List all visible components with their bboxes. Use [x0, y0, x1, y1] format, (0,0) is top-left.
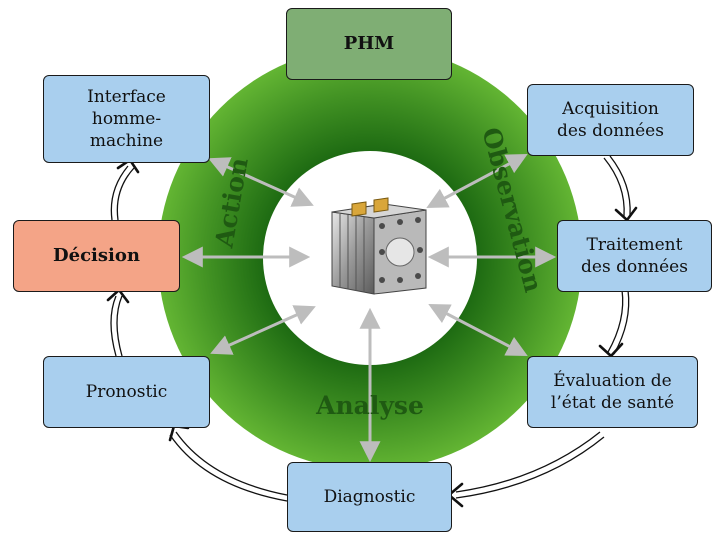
phm-label: PHM: [343, 33, 395, 54]
pronostic-node: Pronostic: [43, 356, 210, 428]
arrow-center-interface: [208, 157, 314, 207]
interface-node: Interface homme- machine: [43, 75, 210, 163]
arrow-center-evaluation: [428, 304, 528, 356]
traitement-label: Traitement des données: [581, 235, 688, 277]
cycle-arrow-pron-dec: [110, 295, 117, 357]
fuel-cell-stack-image: [331, 197, 427, 295]
cycle-arrow-dec-int: [110, 165, 129, 221]
diagnostic-node: Diagnostic: [287, 462, 452, 532]
arrowhead-traitement: [614, 206, 638, 222]
arrow-center-pronostic: [210, 305, 316, 355]
cycle-arrow-diag-pron: [175, 431, 288, 496]
cycle-arrows: [110, 155, 631, 502]
pronostic-label: Pronostic: [85, 382, 168, 402]
cycle-arrow-acq-trait: [603, 157, 625, 217]
evaluation-node: Évaluation de l’état de santé: [527, 356, 698, 428]
phm-node: PHM: [286, 8, 452, 80]
acquisition-label: Acquisition des données: [557, 99, 664, 141]
arrow-center-acquisition: [426, 154, 528, 208]
traitement-node: Traitement des données: [557, 220, 712, 292]
diagnostic-label: Diagnostic: [323, 487, 416, 507]
interface-label: Interface homme- machine: [87, 87, 166, 151]
decision-label: Décision: [53, 245, 140, 266]
center-arrows: [181, 154, 557, 463]
cycle-arrow-eval-diag: [455, 431, 601, 493]
decision-node: Décision: [13, 220, 180, 292]
cycle-arrow-trait-eval: [607, 289, 624, 353]
evaluation-label: Évaluation de l’état de santé: [550, 371, 675, 413]
acquisition-node: Acquisition des données: [527, 84, 694, 156]
ring-label-analysis: Analyse: [315, 391, 424, 420]
